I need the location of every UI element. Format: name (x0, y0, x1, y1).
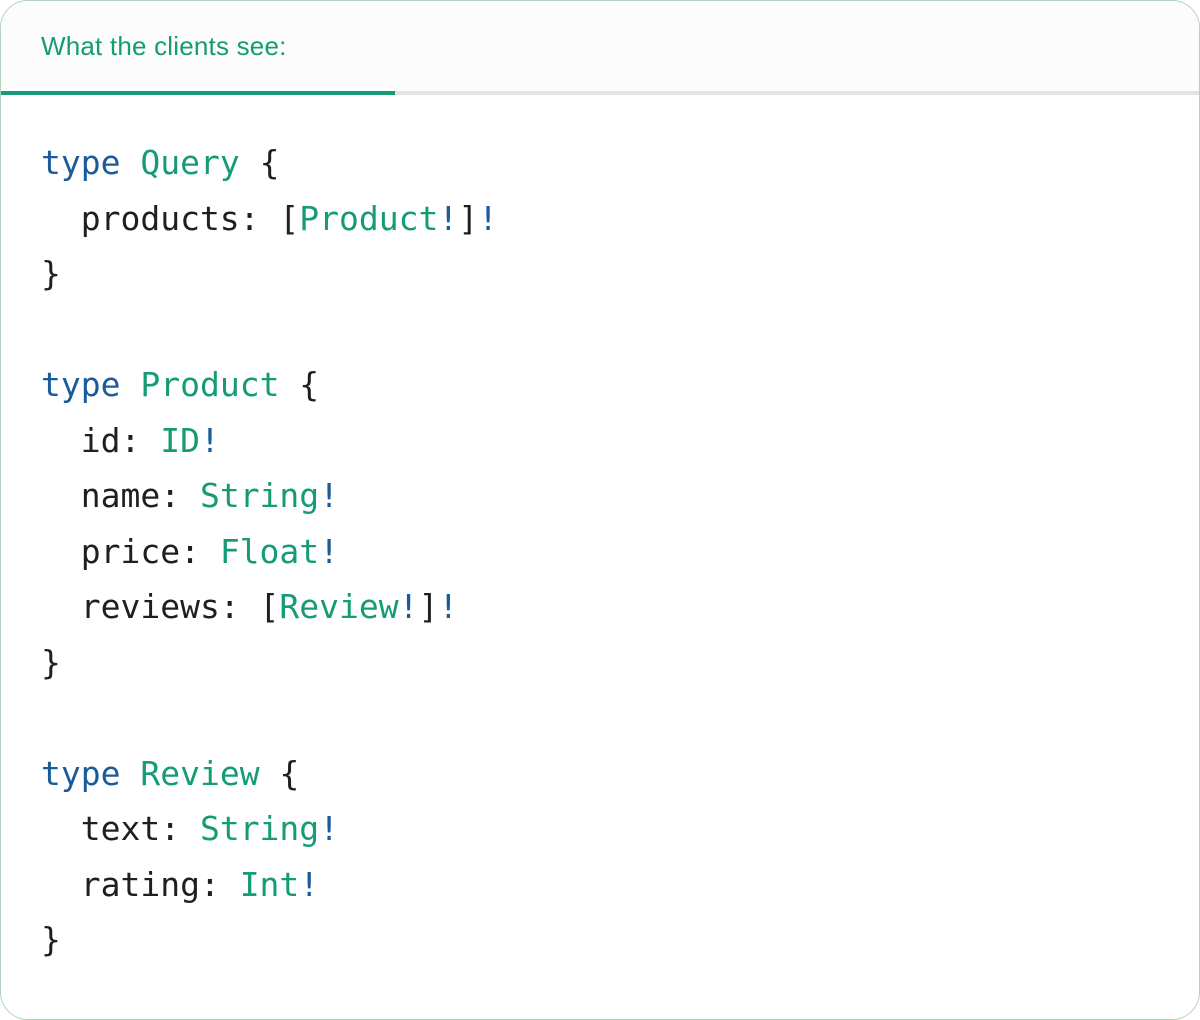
code-line: } (41, 642, 61, 682)
tab-label: What the clients see: (41, 30, 287, 61)
code-block: type Query { products: [Product!]!} type… (1, 95, 1199, 968)
code-line: type Review { (41, 753, 300, 793)
code-line: price: Float! (41, 531, 340, 571)
tab-clients-view[interactable]: What the clients see: (1, 1, 287, 91)
code-line: products: [Product!]! (41, 198, 498, 238)
code-line: rating: Int! (41, 864, 320, 904)
code-line (41, 302, 1179, 358)
code-line: type Product { (41, 365, 320, 404)
code-line: reviews: [Review!]! (41, 587, 459, 626)
code-line: } (41, 254, 61, 293)
code-line: type Query { (41, 143, 280, 182)
tab-active-indicator (1, 91, 395, 95)
code-line: text: String! (41, 809, 340, 848)
code-line: id: ID! (41, 420, 220, 460)
card-header: What the clients see: (1, 1, 1199, 95)
code-line: name: String! (41, 476, 340, 515)
code-line (41, 690, 1179, 746)
code-line: } (41, 920, 61, 959)
